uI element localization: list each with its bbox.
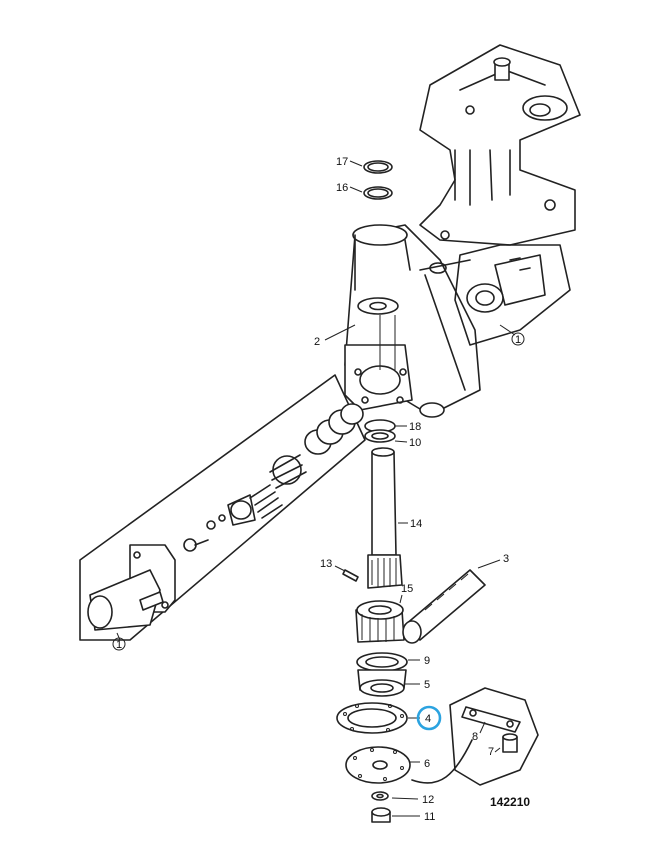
callout-circle-1-left bbox=[112, 637, 126, 651]
callout-8: 8 bbox=[472, 731, 478, 743]
part-16-17-rings bbox=[349, 160, 393, 200]
part-2-washer bbox=[324, 297, 399, 370]
callout-1-upper: 1 bbox=[515, 334, 521, 346]
part-13-pin bbox=[334, 565, 359, 582]
callout-circle-1-upper bbox=[511, 332, 525, 346]
highlight-ring-part-4 bbox=[416, 705, 442, 731]
callout-15: 15 bbox=[401, 583, 413, 595]
callout-13: 13 bbox=[320, 558, 332, 570]
part-15-gear bbox=[355, 594, 405, 643]
part-4-gasket bbox=[336, 702, 420, 734]
detail-callout-upper bbox=[454, 244, 571, 346]
part-12-11-plug bbox=[371, 791, 420, 823]
mounting-bracket bbox=[419, 44, 581, 246]
detail-callout-valve bbox=[79, 374, 366, 641]
part-6-cover-plate bbox=[345, 739, 473, 784]
callout-17: 17 bbox=[336, 156, 348, 168]
callout-12: 12 bbox=[422, 794, 434, 806]
callout-2: 2 bbox=[314, 336, 320, 348]
callout-5: 5 bbox=[424, 679, 430, 691]
steering-housing bbox=[344, 224, 481, 418]
callout-6: 6 bbox=[424, 758, 430, 770]
part-18-10-rings bbox=[364, 419, 408, 443]
callout-16: 16 bbox=[336, 182, 348, 194]
callout-11: 11 bbox=[424, 811, 435, 823]
callout-7: 7 bbox=[488, 746, 494, 758]
detail-callout-lock bbox=[449, 687, 539, 786]
callout-14: 14 bbox=[410, 518, 422, 530]
part-9-5-bearing bbox=[356, 652, 420, 697]
callout-1-left: 1 bbox=[116, 639, 122, 651]
callout-10: 10 bbox=[409, 437, 421, 449]
drawing-reference-number: 142210 bbox=[490, 795, 530, 809]
callout-4: 4 bbox=[425, 713, 431, 725]
callout-9: 9 bbox=[424, 655, 430, 667]
callout-3: 3 bbox=[503, 553, 509, 565]
part-3-rack bbox=[402, 559, 501, 644]
part-14-shaft bbox=[367, 447, 408, 589]
callout-18: 18 bbox=[409, 421, 421, 433]
